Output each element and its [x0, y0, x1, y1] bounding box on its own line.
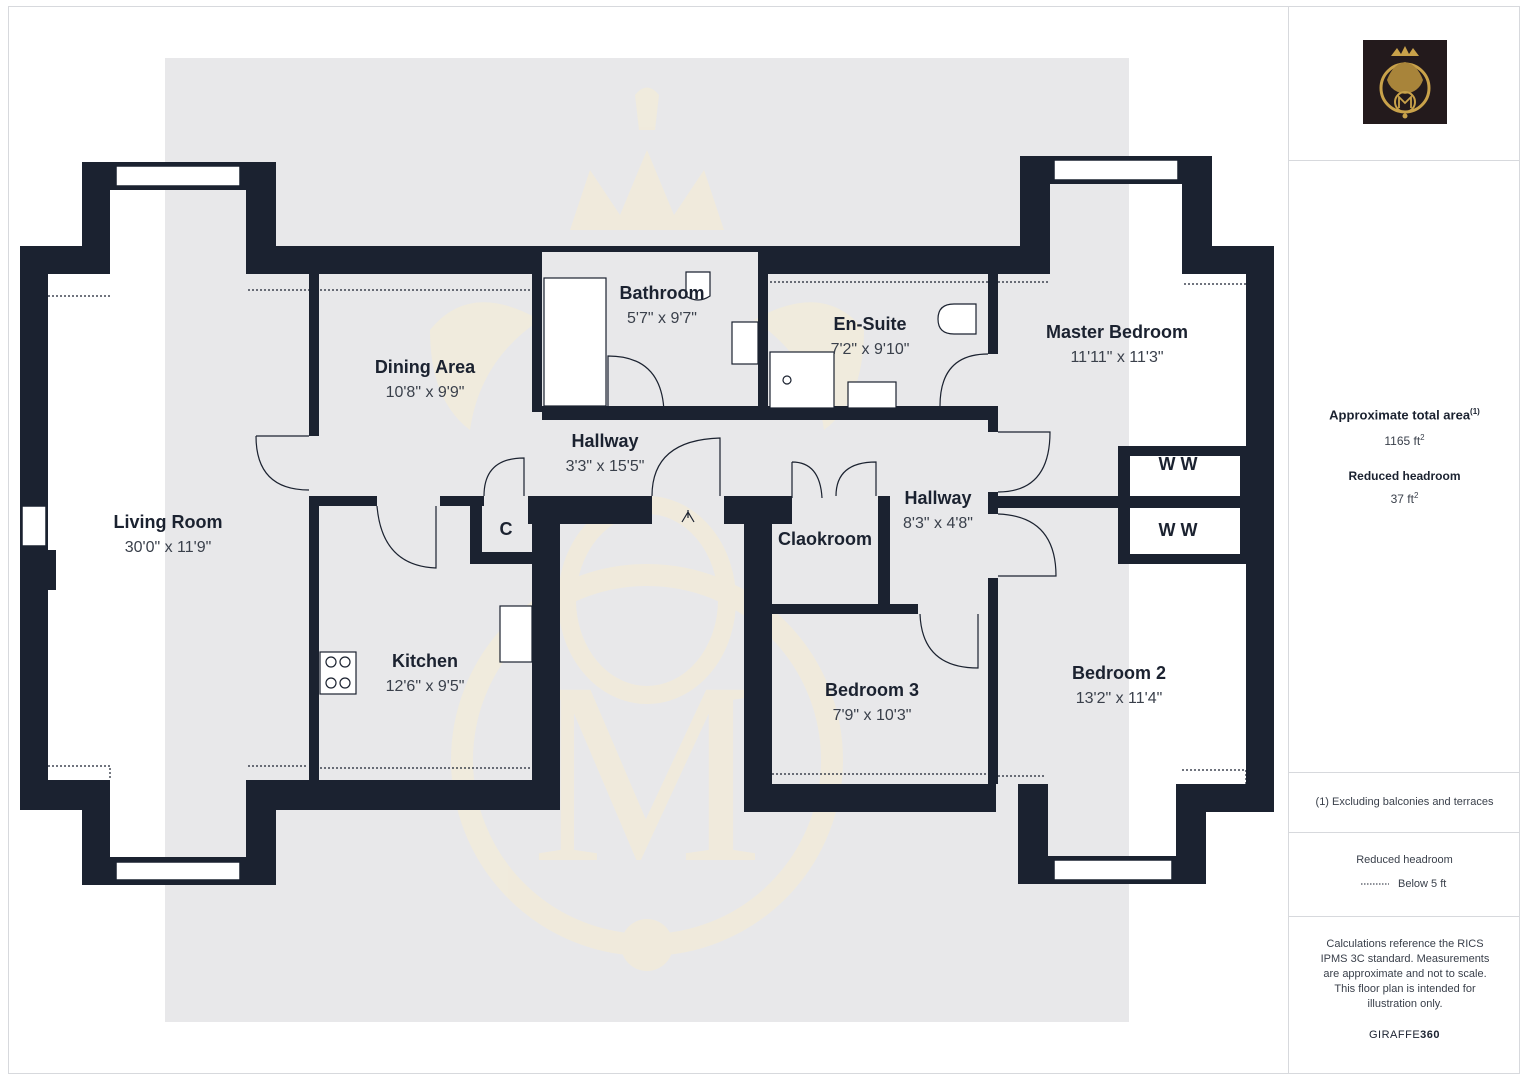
legend-item: Below 5 ft	[1398, 878, 1447, 890]
reduced-headroom-label: Reduced headroom	[1348, 469, 1461, 483]
logo-section	[1289, 6, 1520, 161]
room-labels: Living Room 30'0" x 11'9" Dining Area 10…	[114, 283, 1198, 724]
footnote-section: (1) Excluding balconies and terraces	[1289, 773, 1520, 833]
doors	[255, 353, 1057, 669]
wardrobe-1-name: W W	[1159, 454, 1198, 474]
legend-section: Reduced headroom Below 5 ft	[1289, 833, 1520, 917]
area-footnote: (1) Excluding balconies and terraces	[1315, 796, 1494, 808]
living-room-dims: 30'0" x 11'9"	[125, 539, 212, 556]
disclaimer-section: Calculations reference the RICS IPMS 3C …	[1289, 917, 1520, 1074]
legend-dotted-line-icon	[1361, 876, 1389, 894]
kitchen-dims: 12'6" x 9'5"	[386, 678, 465, 695]
walls-centre	[532, 246, 996, 812]
wardrobe-2-name: W W	[1159, 520, 1198, 540]
windows	[21, 159, 1179, 881]
brand-logo-text: GIRAFFE360	[1368, 1029, 1441, 1041]
living-room-name: Living Room	[114, 512, 223, 532]
legend-title: Reduced headroom	[1356, 854, 1453, 866]
bedroom-3-dims: 7'9" x 10'3"	[833, 707, 912, 724]
cloakroom-name: Claokroom	[778, 529, 872, 549]
fixtures	[319, 271, 977, 695]
floor-plan: M	[20, 58, 1274, 1022]
bath-icon	[543, 277, 607, 407]
info-sidebar: Approximate total area(1) 1165 ft2 Reduc…	[1288, 6, 1520, 1074]
kitchen-name: Kitchen	[392, 651, 458, 671]
master-bedroom-dims: 11'11" x 11'3"	[1070, 349, 1163, 366]
hallway-2-dims: 8'3" x 4'8"	[903, 515, 973, 532]
entrance-arrow-icon	[681, 510, 695, 523]
lion-crest-logo	[1363, 40, 1447, 124]
reduced-headroom-lines	[48, 281, 1247, 784]
bathroom-name: Bathroom	[620, 283, 705, 303]
hallway-2-name: Hallway	[904, 488, 971, 508]
svg-text:M: M	[531, 629, 762, 917]
master-bedroom-name: Master Bedroom	[1046, 322, 1188, 342]
page-frame	[8, 6, 1520, 1074]
ensuite-sink-icon	[847, 381, 897, 409]
hallway-1-name: Hallway	[571, 431, 638, 451]
bedroom-2-name: Bedroom 2	[1072, 663, 1166, 683]
ensuite-toilet-icon	[937, 303, 977, 335]
en-suite-dims: 7'2" x 9'10"	[831, 341, 910, 358]
cupboard-name: C	[500, 519, 513, 539]
total-area-label: Approximate total area(1)	[1329, 407, 1480, 423]
shower-tray-icon	[769, 351, 835, 409]
dining-area-dims: 10'8" x 9'9"	[386, 384, 465, 401]
en-suite-name: En-Suite	[833, 314, 906, 334]
dining-area-name: Dining Area	[375, 357, 476, 377]
bathroom-toilet-icon	[685, 271, 711, 301]
kitchen-sink-icon	[499, 605, 533, 663]
bedroom-3-name: Bedroom 3	[825, 680, 919, 700]
hob-icon	[319, 651, 357, 695]
area-section: Approximate total area(1) 1165 ft2 Reduc…	[1289, 161, 1520, 773]
disclaimer-text: Calculations reference the RICS IPMS 3C …	[1320, 938, 1490, 1010]
bathroom-dims: 5'7" x 9'7"	[627, 310, 697, 327]
reduced-headroom-value: 37 ft2	[1390, 491, 1419, 506]
total-area-value: 1165 ft2	[1384, 433, 1425, 448]
hallway-1-dims: 3'3" x 15'5"	[566, 458, 645, 475]
bathroom-sink-icon	[731, 321, 759, 365]
bedroom-2-dims: 13'2" x 11'4"	[1076, 690, 1163, 707]
